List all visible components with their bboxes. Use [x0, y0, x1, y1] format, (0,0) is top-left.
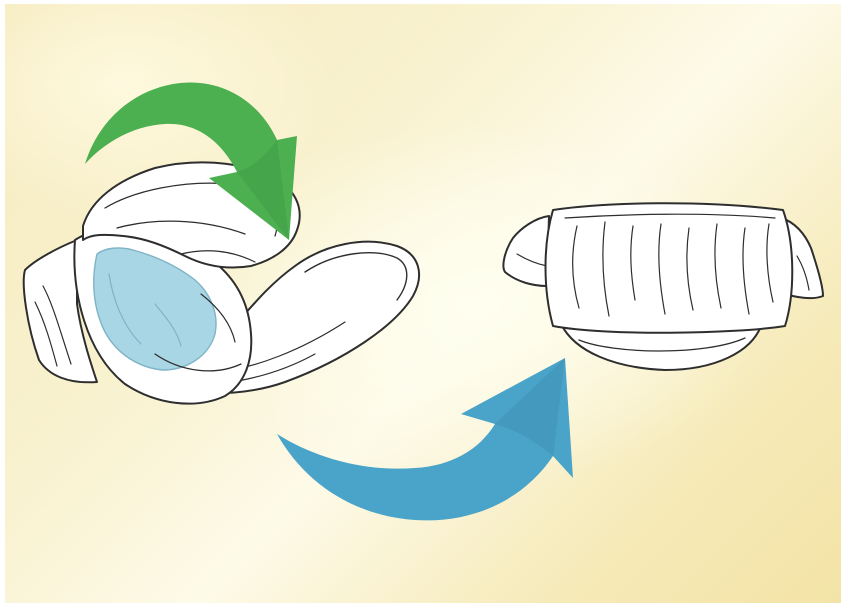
wrapped-left-wing	[503, 216, 549, 286]
curved-blue-arrow-icon	[277, 358, 573, 520]
rolling-pad	[24, 162, 419, 403]
illustration-frame	[5, 4, 841, 603]
illustration-canvas	[5, 4, 841, 603]
wrapped-pad	[503, 203, 823, 370]
wrapped-pad-body	[546, 203, 793, 333]
